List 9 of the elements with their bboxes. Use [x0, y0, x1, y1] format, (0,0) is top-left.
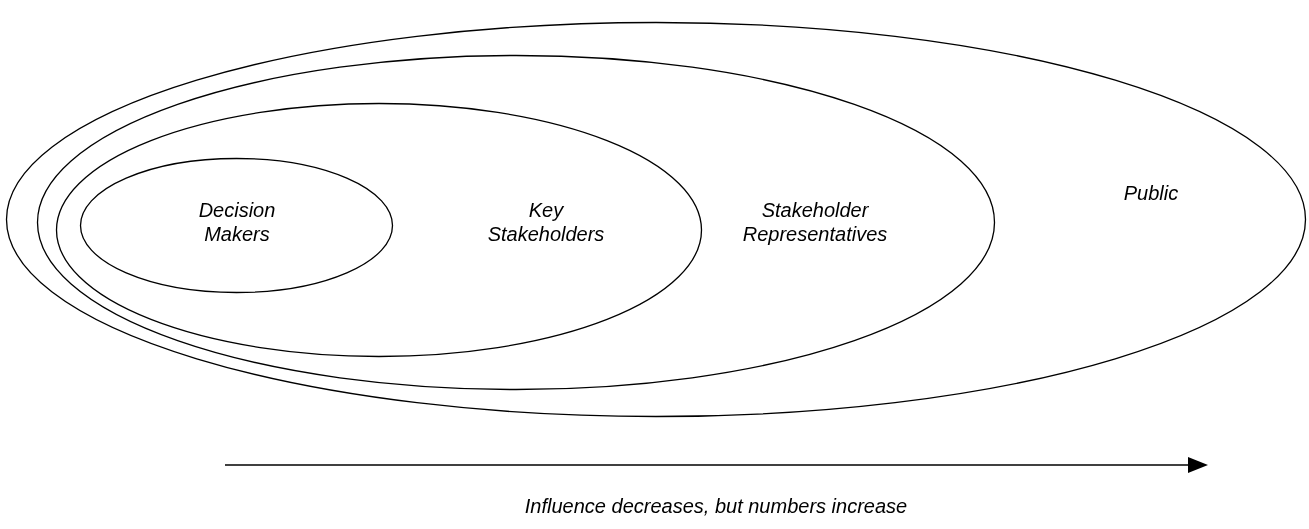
ellipse-region	[37, 55, 995, 390]
region-label: Stakeholder Representatives	[741, 198, 889, 246]
ellipse-region	[6, 22, 1306, 417]
region-label: Decision Makers	[197, 198, 277, 246]
ellipse-region	[56, 103, 702, 357]
caption-text: Influence decreases, but numbers increase	[524, 495, 908, 518]
ellipse-region	[80, 158, 393, 293]
region-label: Key Stakeholders	[486, 198, 606, 246]
region-label: Public	[1122, 181, 1180, 205]
